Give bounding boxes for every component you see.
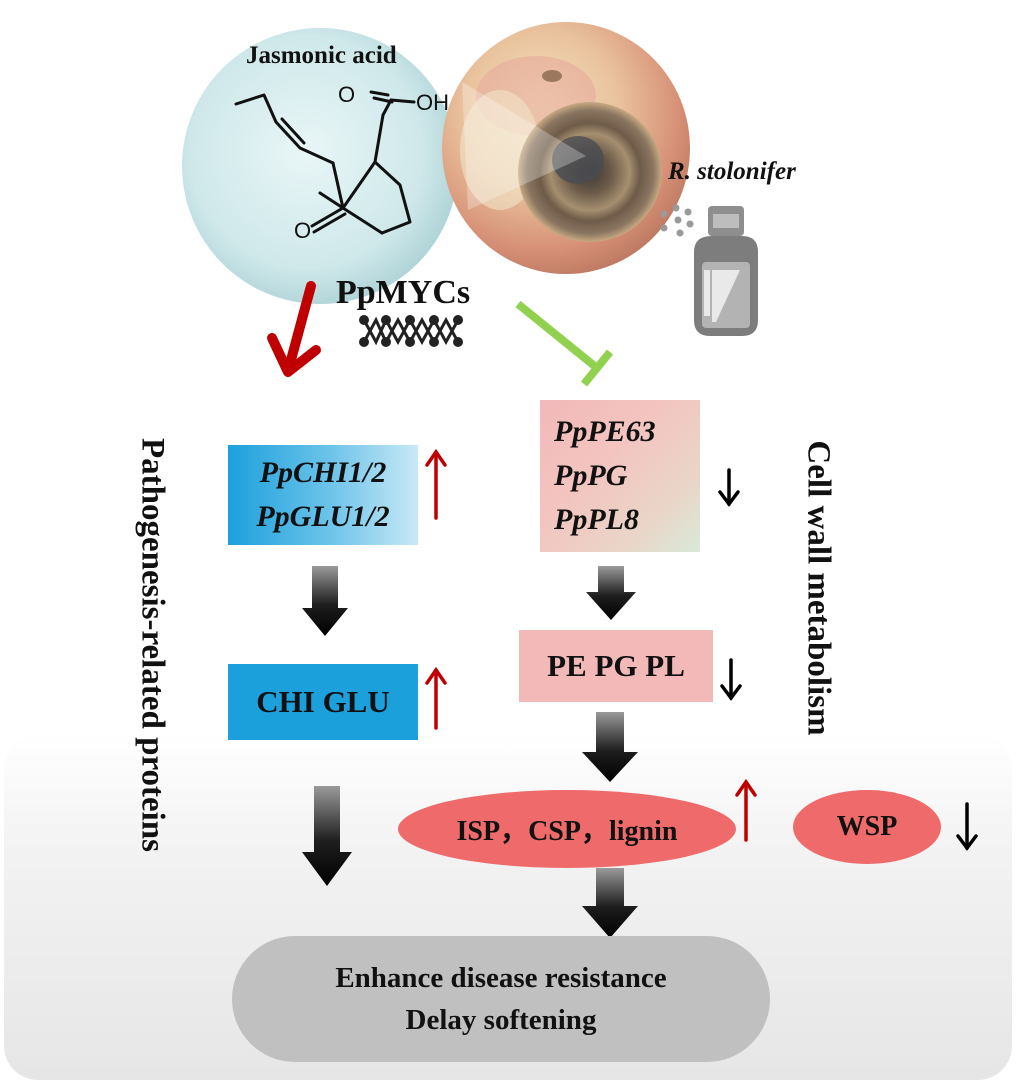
down-arrow-cw-genes <box>718 468 740 507</box>
dna-motif-icon <box>359 315 463 347</box>
diagram-title: Jasmonic acid <box>246 42 397 69</box>
spray-bottle-icon <box>694 206 758 336</box>
wsp-label: WSP <box>836 811 898 842</box>
flow-arrow-cw-3 <box>582 868 638 938</box>
flow-arrow-pr-2 <box>302 786 352 886</box>
hydroxyl-label: OH <box>416 90 449 115</box>
down-arrow-wsp <box>956 802 978 851</box>
up-arrow-pr-genes <box>425 448 447 520</box>
pr-enzymes-label: CHI GLU <box>256 684 390 719</box>
cw-genes-box: PpPE63 PpPG PpPL8 <box>540 400 700 552</box>
spores-icon <box>660 204 694 237</box>
gene-label: PpPL8 <box>554 503 639 536</box>
flow-arrow-cw-2 <box>582 712 638 782</box>
cw-enzymes-box: PE PG PL <box>519 630 713 702</box>
gene-label: PpPG <box>554 459 628 492</box>
up-arrow-substances <box>735 778 757 842</box>
outcome-line: Delay softening <box>405 1004 597 1036</box>
flow-arrow-cw-1 <box>586 566 636 620</box>
substances-oval: ISP，CSP，lignin <box>398 790 736 868</box>
side-label-cell-wall: Cell wall metabolism <box>800 440 837 736</box>
pr-genes-box: PpCHI1/2 PpGLU1/2 <box>228 445 418 545</box>
carbonyl-oxygen-label: O <box>338 82 355 107</box>
pr-enzymes-box: CHI GLU <box>228 664 418 740</box>
side-label-pathogenesis: Pathogenesis-related proteins <box>134 438 171 852</box>
cw-enzymes-label: PE PG PL <box>547 648 685 683</box>
substances-label: ISP，CSP，lignin <box>456 816 678 847</box>
activation-arrow <box>267 281 321 377</box>
up-arrow-pr-enzymes <box>425 666 447 730</box>
inhibition-arrow <box>515 300 614 387</box>
jasmonic-acid-structure <box>234 90 416 235</box>
gene-label: PpPE63 <box>554 415 656 448</box>
down-arrow-cw-enzymes <box>720 658 742 701</box>
outcome-oval: Enhance disease resistance Delay softeni… <box>232 936 770 1062</box>
wsp-oval: WSP <box>793 790 941 864</box>
molecule-bubble <box>182 28 458 304</box>
pathogen-label: R. stolonifer <box>668 158 796 185</box>
peach-fruit-image <box>442 22 690 274</box>
gene-label: PpGLU1/2 <box>256 500 390 533</box>
gene-label: PpCHI1/2 <box>259 456 387 489</box>
regulator-label: PpMYCs <box>336 274 471 311</box>
ketone-oxygen-label: O <box>294 218 311 243</box>
flow-arrow-pr-1 <box>302 566 348 636</box>
outcome-line: Enhance disease resistance <box>335 962 667 994</box>
